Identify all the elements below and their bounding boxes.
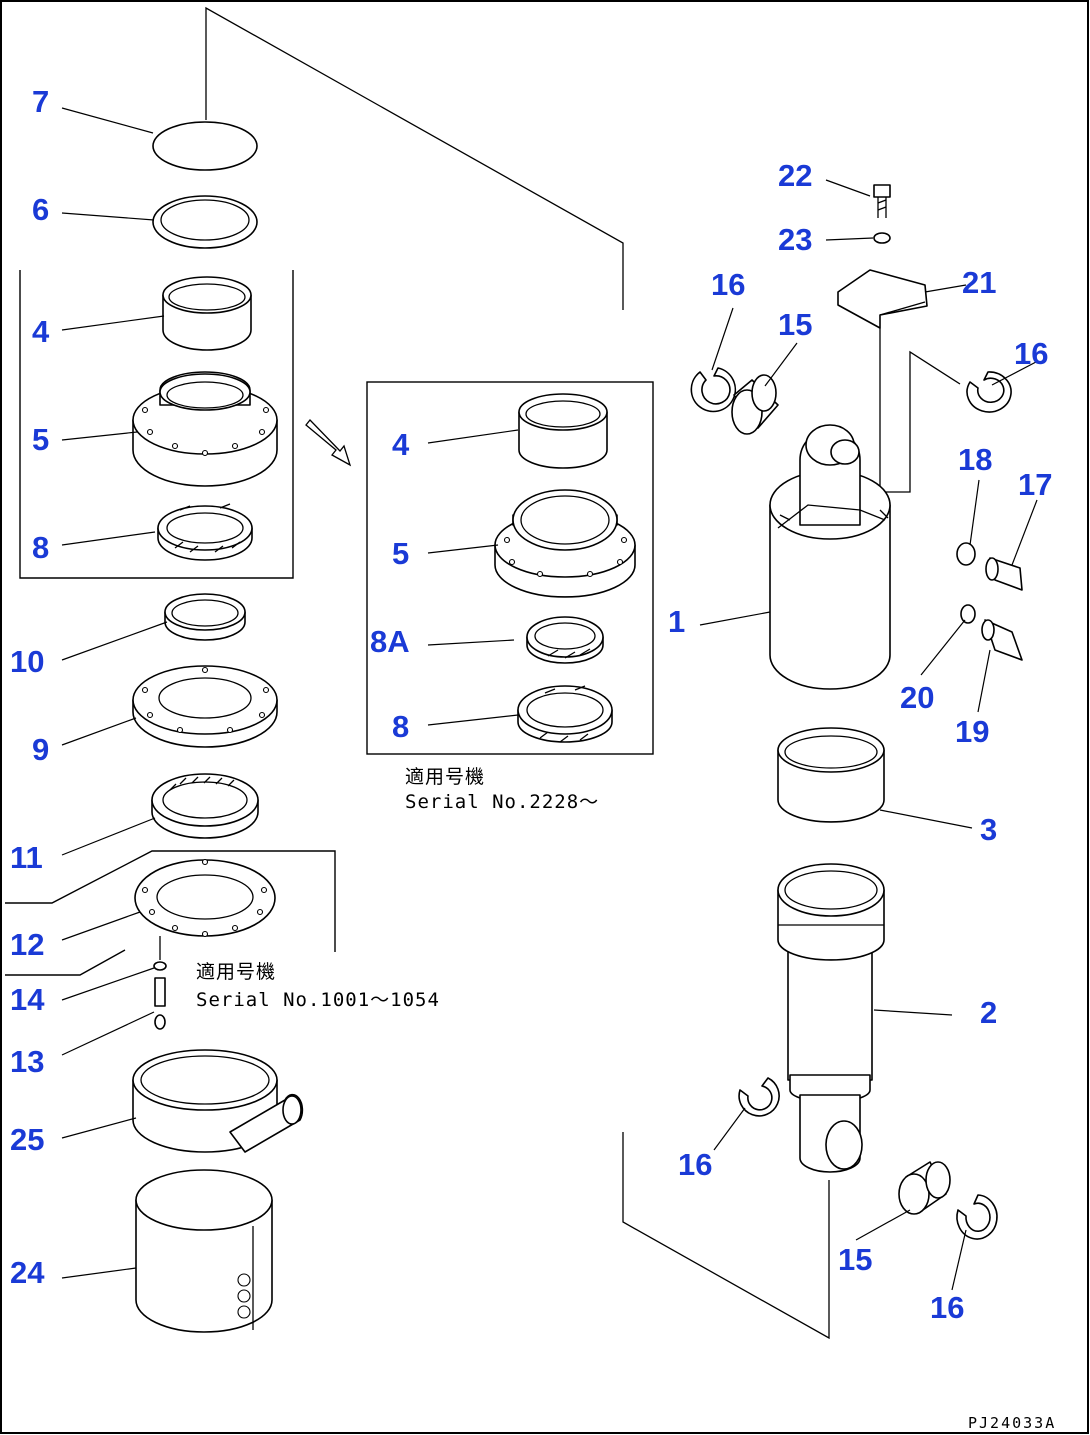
part-18-washer xyxy=(956,542,976,566)
callout-8A-center: 8A xyxy=(370,624,410,659)
callout-9: 9 xyxy=(32,732,49,767)
callout-labels: 7 6 4 5 8 10 9 11 12 14 13 25 24 4 5 8A … xyxy=(10,84,1052,1325)
part-15-pin-bottom xyxy=(898,1161,951,1215)
group-bracket-left xyxy=(19,270,294,579)
part-10-ring xyxy=(164,593,246,641)
part-12-shim-plate xyxy=(134,858,276,960)
part-3-bushing xyxy=(777,727,885,823)
part-7-shim xyxy=(152,121,258,171)
diagram-code: PJ24033A xyxy=(968,1414,1056,1432)
callout-24: 24 xyxy=(10,1255,45,1290)
callout-12: 12 xyxy=(10,927,44,962)
applicable-label-upper: 適用号機 xyxy=(405,766,485,788)
part-22-bolt xyxy=(873,184,891,218)
leader-lines xyxy=(61,107,1038,1291)
callout-6: 6 xyxy=(32,192,49,227)
part-11-gear-ring xyxy=(151,773,259,839)
callout-16-top-right: 16 xyxy=(1014,336,1048,371)
callout-4: 4 xyxy=(32,314,50,349)
part-16-snap-ring-bottom-right xyxy=(956,1194,998,1240)
part-25-band xyxy=(132,1049,304,1153)
part-5-flange-bearing xyxy=(132,371,278,487)
callout-23: 23 xyxy=(778,222,812,257)
part-6-ring xyxy=(152,195,258,249)
callout-21: 21 xyxy=(962,265,996,300)
part-4-bushing xyxy=(162,276,252,351)
callout-16-bottom-right: 16 xyxy=(930,1290,964,1325)
callout-14: 14 xyxy=(10,982,45,1017)
part-17-plug xyxy=(985,557,1023,591)
part-9-flange xyxy=(132,665,278,748)
callout-15-bottom: 15 xyxy=(838,1242,872,1277)
callout-7: 7 xyxy=(32,84,49,119)
applicable-label-lower: 適用号機 xyxy=(196,961,276,983)
callout-15-top: 15 xyxy=(778,307,812,342)
callout-18: 18 xyxy=(958,442,992,477)
serial-note-upper: 適用号機 Serial No.2228～ xyxy=(405,766,599,813)
callout-3: 3 xyxy=(980,812,997,847)
part-8-bearing-ring xyxy=(157,503,253,561)
callout-8: 8 xyxy=(32,530,49,565)
callout-20: 20 xyxy=(900,680,934,715)
group-box-center xyxy=(366,381,654,755)
callout-16-bottom-left: 16 xyxy=(678,1147,712,1182)
callout-16-top-left: 16 xyxy=(711,267,745,302)
part-24-cover xyxy=(135,1169,273,1333)
part-16-snap-ring-top-left xyxy=(690,367,737,413)
callout-13: 13 xyxy=(10,1044,44,1079)
part-8A-ring-center xyxy=(526,616,604,664)
arrow-indicator xyxy=(305,419,352,467)
callout-11: 11 xyxy=(10,840,43,875)
callout-22: 22 xyxy=(778,158,812,193)
callout-4-center: 4 xyxy=(392,427,410,462)
part-20-washer xyxy=(960,604,976,624)
callout-10: 10 xyxy=(10,644,44,679)
part-15-pin-top xyxy=(731,374,779,435)
part-14-washer xyxy=(153,961,167,971)
callout-19: 19 xyxy=(955,714,989,749)
callout-5: 5 xyxy=(32,422,49,457)
group-bracket-serial-lower xyxy=(5,850,336,952)
part-8-bearing-ring-center xyxy=(517,685,613,743)
serial-number-upper: Serial No.2228～ xyxy=(405,791,599,813)
part-21-plate xyxy=(837,269,961,493)
callout-25: 25 xyxy=(10,1122,44,1157)
part-1-cylinder xyxy=(769,424,891,690)
serial-number-lower: Serial No.1001～1054 xyxy=(196,989,440,1011)
callout-5-center: 5 xyxy=(392,536,409,571)
part-16-snap-ring-top-right xyxy=(966,371,1012,413)
part-2-piston-rod xyxy=(777,863,885,1173)
part-16-snap-ring-bottom-left xyxy=(738,1077,780,1117)
callout-2: 2 xyxy=(980,995,997,1030)
part-5-flange-bearing-center xyxy=(494,489,636,598)
serial-note-lower: 適用号機 Serial No.1001～1054 xyxy=(196,961,440,1011)
part-13-bolt xyxy=(154,977,166,1030)
part-19-fitting xyxy=(981,619,1023,661)
callout-17: 17 xyxy=(1018,467,1052,502)
callout-1: 1 xyxy=(668,604,685,639)
assembly-bracket xyxy=(205,6,830,1340)
part-4-bushing-center xyxy=(518,393,608,469)
part-23-washer xyxy=(873,232,891,244)
callout-8-center: 8 xyxy=(392,709,409,744)
